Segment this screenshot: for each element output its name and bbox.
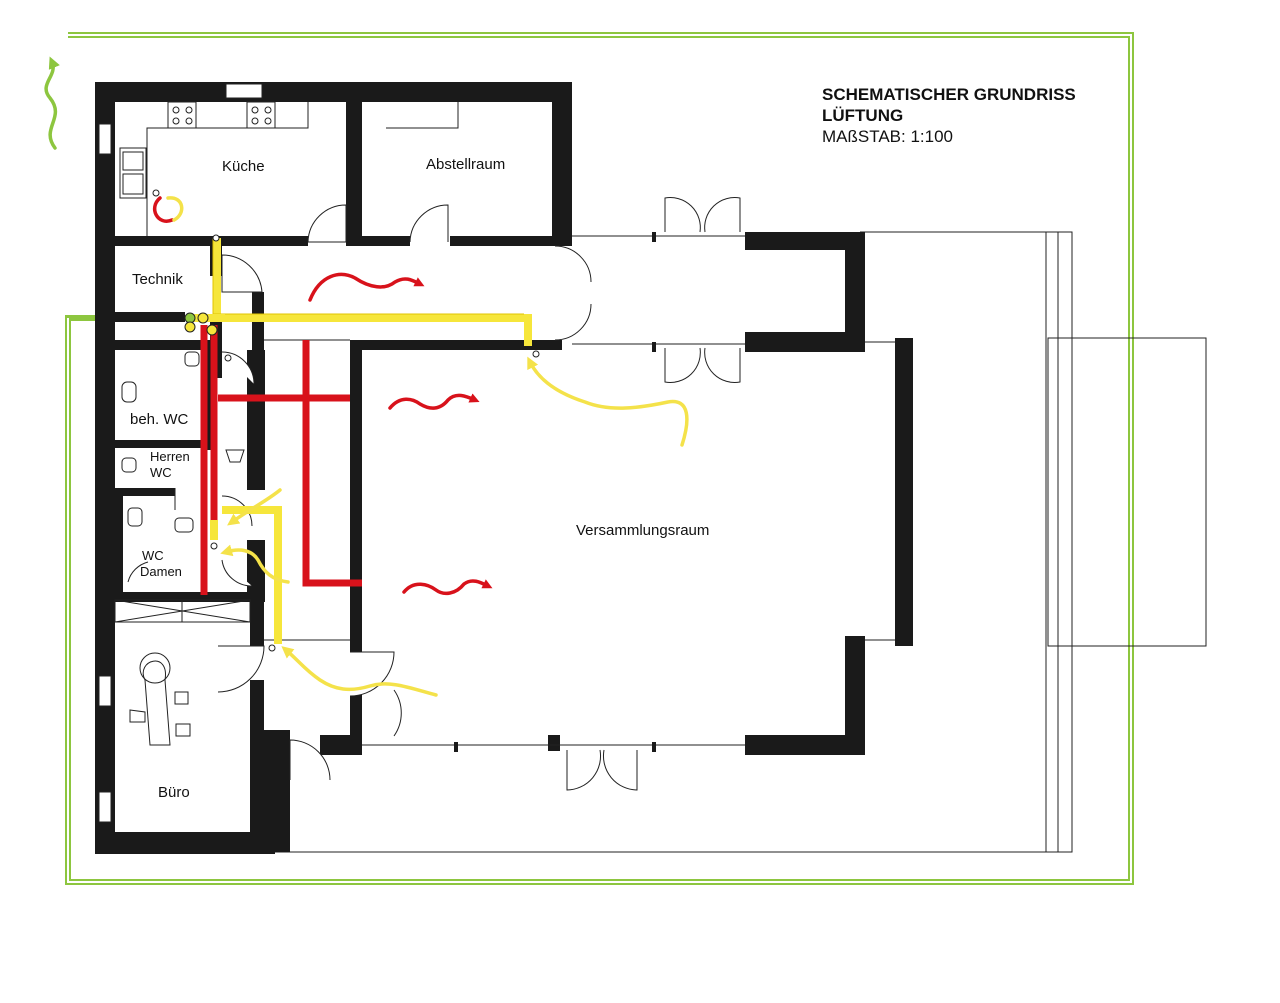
kitchen-airflow-icon bbox=[153, 196, 184, 223]
wc-fixtures bbox=[121, 351, 245, 533]
red-airflow-arrow-icon bbox=[308, 272, 425, 302]
room-label-technik: Technik bbox=[132, 271, 183, 288]
title-line-2: LÜFTUNG bbox=[822, 106, 903, 125]
doors bbox=[127, 197, 741, 791]
room-labels: Küche Abstellraum Technik beh. WC Herren… bbox=[130, 156, 709, 801]
yellow-airflow-arrow-icon bbox=[527, 356, 689, 447]
kitchen-fixtures bbox=[119, 101, 459, 236]
room-label-herren: Herren bbox=[150, 449, 190, 464]
scale-label: MAßSTAB: 1:100 bbox=[822, 127, 953, 146]
room-label-kueche: Küche bbox=[222, 158, 265, 175]
room-label-damen: Damen bbox=[140, 564, 182, 579]
room-label-abstellraum: Abstellraum bbox=[426, 156, 505, 173]
walls bbox=[95, 82, 913, 854]
room-label-wc: WC bbox=[142, 548, 164, 563]
property-boundary bbox=[65, 32, 1134, 885]
red-airflow-arrow-icon bbox=[388, 393, 480, 410]
supply-ducts bbox=[152, 189, 540, 652]
room-label-versammlungsraum: Versammlungsraum bbox=[576, 522, 709, 539]
room-label-buero: Büro bbox=[158, 784, 190, 801]
room-label-beh-wc: beh. WC bbox=[130, 411, 189, 428]
terrace-outline bbox=[272, 231, 1207, 853]
yellow-airflow-arrow-icon bbox=[227, 488, 282, 526]
yellow-airflow-arrow-icon bbox=[281, 646, 438, 697]
room-label-herren-wc: WC bbox=[150, 465, 172, 480]
title-line-1: SCHEMATISCHER GRUNDRISS bbox=[822, 85, 1076, 104]
green-wavy-arrow-icon bbox=[44, 56, 60, 150]
office-furniture bbox=[114, 599, 251, 746]
yellow-airflow-arrow-icon bbox=[220, 544, 290, 584]
red-airflow-arrow-icon bbox=[402, 579, 493, 596]
exhaust-ducts bbox=[200, 325, 362, 595]
plan-title: SCHEMATISCHER GRUNDRISS LÜFTUNG MAßSTAB:… bbox=[822, 85, 1076, 146]
